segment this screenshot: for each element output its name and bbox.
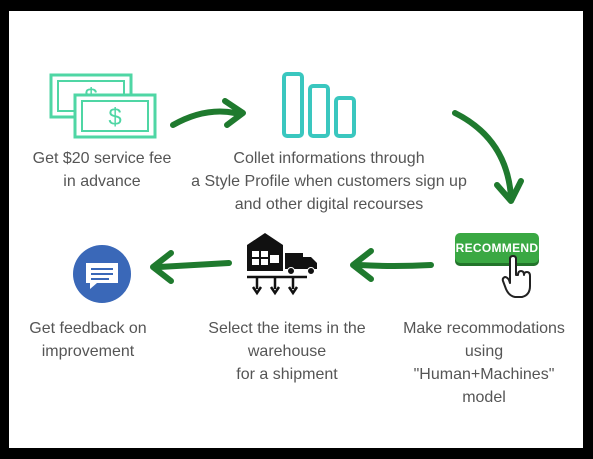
recommend-label-line3: "Human+Machines" xyxy=(413,366,555,383)
collect-label-line1: Collet informations through xyxy=(233,150,425,167)
bar-chart-icon xyxy=(282,72,356,138)
diagram-canvas: $ $ RECOMMEND xyxy=(9,11,583,448)
recommend-button-icon: RECOMMEND xyxy=(455,233,539,263)
recommend-label-line2: using xyxy=(464,343,504,360)
arrow-recommend-to-warehouse xyxy=(350,248,434,282)
collect-label: Collet informations through a Style Prof… xyxy=(181,147,477,216)
arrow-warehouse-to-feedback xyxy=(150,250,232,284)
collect-label-line3: and other digital recourses xyxy=(234,196,424,213)
warehouse-label: Select the items in the warehouse for a … xyxy=(195,317,379,386)
recommend-label-line4: model xyxy=(462,389,506,406)
feedback-label-line2: improvement xyxy=(41,343,135,360)
collect-label-line2: a Style Profile when customers sign up xyxy=(191,173,467,190)
chat-bubble-icon xyxy=(73,245,131,303)
svg-text:$: $ xyxy=(108,104,121,131)
fee-label: Get $20 service fee in advance xyxy=(17,147,187,193)
warehouse-label-line2: warehouse xyxy=(247,343,327,360)
warehouse-label-line1: Select the items in the xyxy=(208,320,366,337)
fee-label-line1: Get $20 service fee xyxy=(32,150,172,167)
feedback-label: Get feedback on improvement xyxy=(23,317,153,363)
warehouse-label-line3: for a shipment xyxy=(236,366,338,383)
fee-label-line2: in advance xyxy=(63,173,141,190)
feedback-label-line1: Get feedback on xyxy=(29,320,147,337)
recommend-label: Make recommodations using "Human+Machine… xyxy=(399,317,569,409)
recommend-label-line1: Make recommodations xyxy=(403,320,565,337)
warehouse-truck-icon xyxy=(247,233,317,296)
arrow-collect-to-recommend xyxy=(452,110,524,204)
arrow-fee-to-collect xyxy=(170,98,246,128)
pointer-hand-icon xyxy=(501,255,531,298)
dollar-bills-icon: $ $ xyxy=(49,73,157,139)
recommend-button-label: RECOMMEND xyxy=(455,241,539,255)
